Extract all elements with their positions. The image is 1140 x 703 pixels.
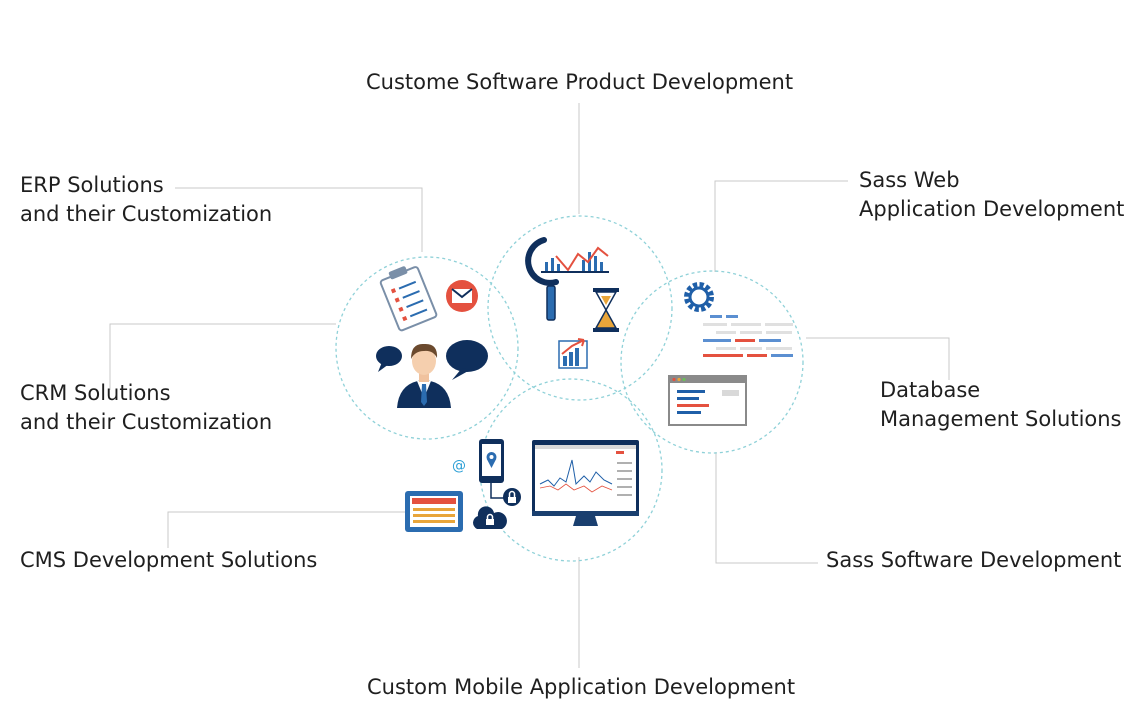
magnifier-analytics-icon <box>525 237 609 321</box>
label-text: Custome Software Product Development <box>366 70 794 94</box>
label-text: and their Customization <box>20 410 273 434</box>
label-saas-web: Sass Web Application Development <box>859 166 1124 224</box>
label-erp: ERP Solutions and their Customization <box>20 171 272 229</box>
label-text: Sass Software Development <box>826 548 1122 572</box>
code-lines-icon <box>703 315 793 357</box>
clipboard-icon <box>379 266 438 332</box>
growth-chart-icon <box>558 338 588 369</box>
label-mobile-app: Custom Mobile Application Development <box>367 673 795 702</box>
connector-lines <box>109 103 950 668</box>
label-cms: CMS Development Solutions <box>20 546 317 575</box>
lock-icon <box>503 488 521 506</box>
service-circles <box>335 215 804 562</box>
at-sign-icon: @ <box>452 458 466 474</box>
label-text: Application Development <box>859 197 1125 221</box>
hourglass-icon <box>593 288 619 332</box>
monitor-dashboard-icon <box>532 440 639 526</box>
label-text: CRM Solutions <box>20 381 171 405</box>
label-text: Database <box>880 378 981 402</box>
label-text: and their Customization <box>20 202 273 226</box>
browser-window-icon <box>668 375 747 426</box>
cloud-lock-icon <box>473 506 507 529</box>
label-crm: CRM Solutions and their Customization <box>20 379 272 437</box>
tablet-icon <box>405 491 463 532</box>
svg-text:@: @ <box>452 458 466 474</box>
label-text: CMS Development Solutions <box>20 548 318 572</box>
label-text: Sass Web <box>859 168 960 192</box>
label-saas-software: Sass Software Development <box>826 546 1121 575</box>
label-text: Management Solutions <box>880 407 1122 431</box>
businessman-icon <box>397 343 451 408</box>
label-text: Custom Mobile Application Development <box>367 675 796 699</box>
label-custom-software: Custome Software Product Development <box>366 68 793 97</box>
label-text: ERP Solutions <box>20 173 164 197</box>
speech-bubble-icon <box>376 340 488 380</box>
phone-location-icon <box>479 439 506 499</box>
label-database: Database Management Solutions <box>880 376 1122 434</box>
gear-icon <box>684 282 714 312</box>
mail-icon <box>446 280 478 312</box>
